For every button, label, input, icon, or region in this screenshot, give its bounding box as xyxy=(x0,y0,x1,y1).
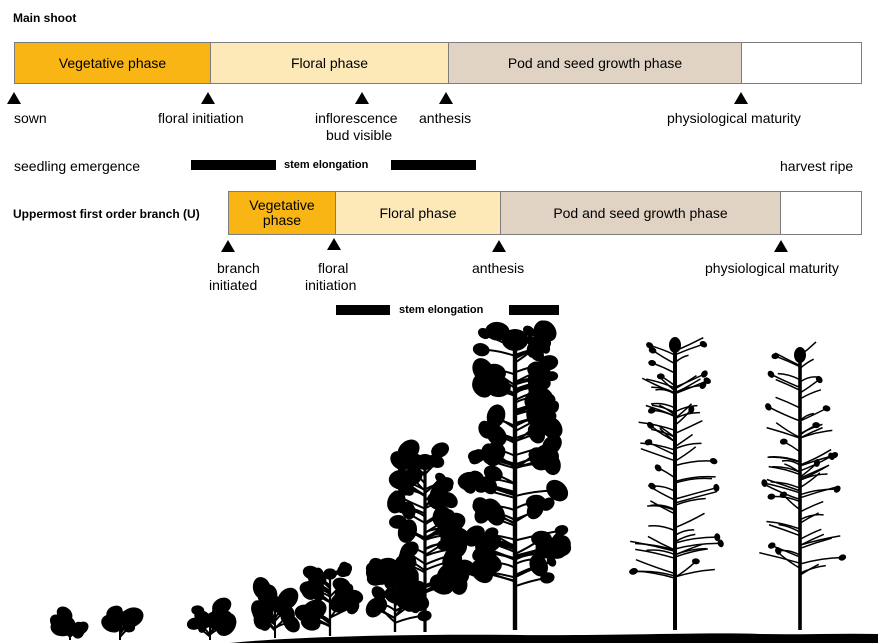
main-stem-elongation-bar-left xyxy=(191,160,276,170)
main-floral-phase: Floral phase xyxy=(211,43,449,83)
plant-silhouette-9 xyxy=(629,337,724,630)
branch-floral-initiation-label-line1: floral xyxy=(318,260,349,276)
main-shoot-title: Main shoot xyxy=(13,11,77,25)
branch-vegetative-phase: Vegetative phase xyxy=(229,192,336,234)
plant-silhouette-3 xyxy=(186,597,237,640)
plant-silhouette-10 xyxy=(759,341,847,630)
branch-initiated-marker xyxy=(221,240,235,252)
branch-stem-elongation-label: stem elongation xyxy=(399,304,484,316)
branch-floral-initiation-label-line2: initiation xyxy=(305,277,357,293)
branch-stem-elongation-bar-left xyxy=(336,305,390,315)
branch-floral-phase: Floral phase xyxy=(336,192,501,234)
branch-anthesis-label: anthesis xyxy=(472,260,525,276)
main-vegetative-phase: Vegetative phase xyxy=(15,43,211,83)
seedling-emergence-label: seedling emergence xyxy=(14,158,141,174)
main-stem-elongation-label: stem elongation xyxy=(284,159,369,171)
plant-silhouette-2 xyxy=(101,605,144,640)
floral-initiation-label: floral initiation xyxy=(158,110,244,126)
sown-marker xyxy=(7,92,21,104)
plant-silhouette-4 xyxy=(251,577,300,638)
anthesis-label: anthesis xyxy=(419,110,472,126)
main-shoot-phase-bar: Vegetative phase Floral phase Pod and se… xyxy=(14,42,862,84)
branch-initiated-label-line2: initiated xyxy=(209,277,258,293)
branch-floral-initiation-marker xyxy=(327,238,341,250)
ground-line xyxy=(230,633,878,643)
plant-silhouette-8 xyxy=(456,320,572,630)
floral-initiation-marker xyxy=(201,92,215,104)
branch-phase-bar: Vegetative phase Floral phase Pod and se… xyxy=(228,191,862,235)
branch-physiological-maturity-label: physiological maturity xyxy=(705,260,839,276)
plant-silhouette-1 xyxy=(49,606,89,640)
plant-silhouette-5 xyxy=(294,561,364,636)
sown-label: sown xyxy=(14,110,47,126)
anthesis-marker xyxy=(439,92,453,104)
main-pod-seed-phase: Pod and seed growth phase xyxy=(449,43,742,83)
plant-silhouette-7 xyxy=(382,439,470,632)
branch-stem-elongation-bar-right xyxy=(509,305,559,315)
branch-title: Uppermost first order branch (U) xyxy=(13,207,200,221)
inflorescence-marker xyxy=(355,92,369,104)
physiological-maturity-label: physiological maturity xyxy=(667,110,801,126)
branch-ripening-phase xyxy=(781,192,861,234)
branch-pod-seed-phase: Pod and seed growth phase xyxy=(501,192,781,234)
inflorescence-label-line2: bud visible xyxy=(326,127,393,143)
main-ripening-phase xyxy=(742,43,861,83)
branch-initiated-label-line1: branch xyxy=(217,260,260,276)
main-stem-elongation-bar-right xyxy=(391,160,476,170)
inflorescence-label-line1: inflorescence xyxy=(315,110,398,126)
branch-anthesis-marker xyxy=(492,240,506,252)
harvest-ripe-label: harvest ripe xyxy=(780,158,854,174)
branch-physiological-maturity-marker xyxy=(774,240,788,252)
physiological-maturity-marker xyxy=(734,92,748,104)
